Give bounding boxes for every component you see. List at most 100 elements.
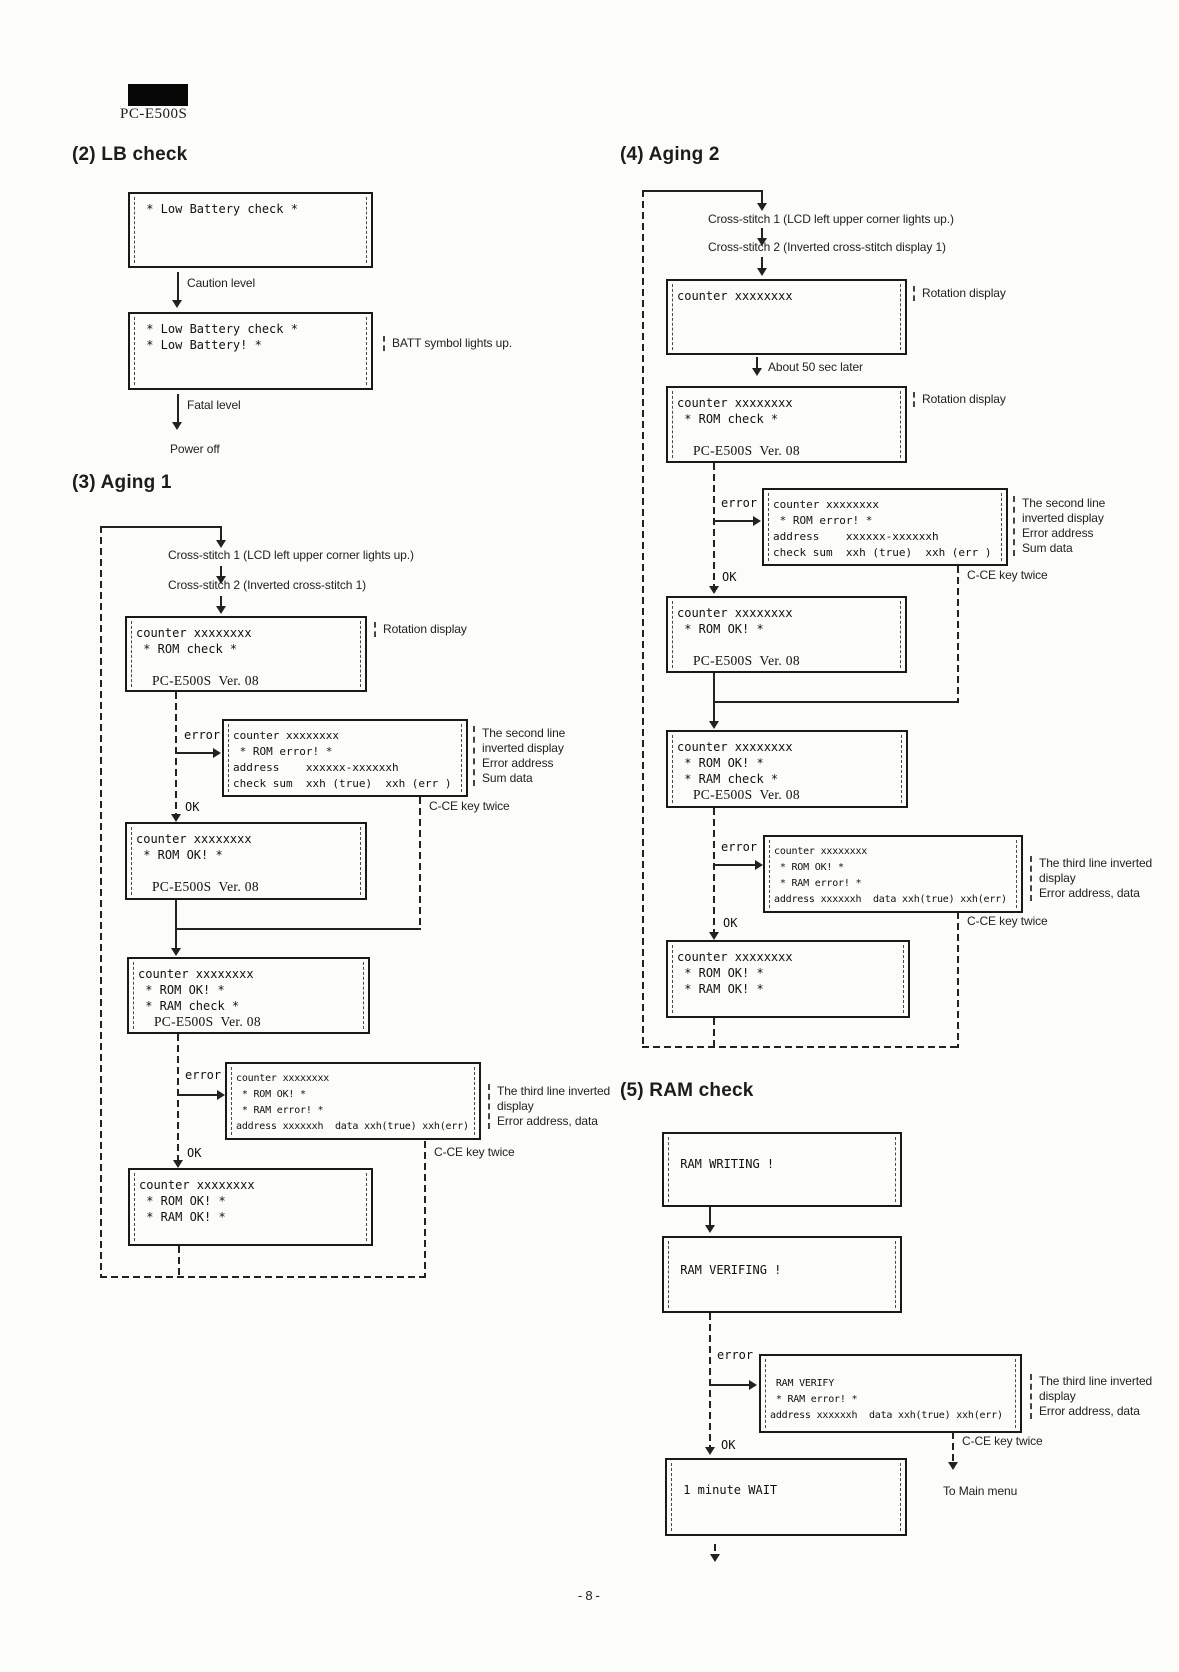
- arrowhead-down-icon: [752, 368, 762, 376]
- screen-line: counter xxxxxxxx: [138, 967, 254, 981]
- connector-line: [713, 1018, 715, 1048]
- loop-left-line: [100, 526, 102, 1278]
- arrowhead-down-icon: [173, 1160, 183, 1168]
- section-title-lb-check: (2) LB check: [72, 144, 188, 165]
- screen-line: * RAM check *: [138, 999, 240, 1013]
- screen-line: PC-E500S Ver. 08: [693, 653, 800, 668]
- screen-line: * ROM check *: [136, 642, 238, 656]
- junction-line: [175, 928, 421, 930]
- screen-line: RAM VERIFING !: [673, 1263, 782, 1277]
- cce-key-note: C-CE key twice: [962, 1434, 1043, 1448]
- loop-bottom-line: [100, 1276, 426, 1278]
- note-line: inverted display: [1022, 511, 1104, 525]
- screen-line: * ROM error! *: [233, 745, 333, 758]
- cce-return-line: [424, 1141, 426, 1278]
- screen-line: * ROM OK! *: [677, 756, 764, 770]
- screen-line: * ROM check *: [677, 412, 779, 426]
- section-title-ram-check: (5) RAM check: [620, 1080, 754, 1101]
- screen-line: * RAM OK! *: [677, 982, 764, 996]
- rotation-display-note: Rotation display: [374, 622, 467, 637]
- connector-line: [175, 900, 177, 930]
- connector-line: [713, 808, 715, 935]
- second-line-note: The second line inverted display Error a…: [1013, 496, 1105, 556]
- fatal-level-label: Fatal level: [187, 398, 241, 412]
- lcd-screen-wait: 1 minute WAIT: [665, 1458, 907, 1536]
- note-line: Sum data: [1022, 541, 1073, 555]
- error-branch-label: error: [721, 496, 758, 510]
- ok-branch-label: OK: [722, 570, 737, 584]
- arrowhead-down-icon: [757, 268, 767, 276]
- connector-line: [714, 1544, 716, 1556]
- screen-line: counter xxxxxxxx: [677, 396, 793, 410]
- arrowhead-right-icon: [755, 860, 763, 870]
- caution-level-label: Caution level: [187, 276, 256, 290]
- screen-line: counter xxxxxxxx: [677, 950, 793, 964]
- error-branch-label: error: [717, 1348, 754, 1362]
- screen-line: * RAM error! *: [770, 1394, 858, 1405]
- section-title-aging1: (3) Aging 1: [72, 472, 172, 493]
- cce-key-note: C-CE key twice: [967, 914, 1048, 928]
- batt-symbol-note: BATT symbol lights up.: [383, 336, 512, 351]
- arrowhead-right-icon: [213, 748, 221, 758]
- note-line: inverted display: [482, 741, 564, 755]
- screen-line: * RAM OK! *: [139, 1210, 226, 1224]
- screen-line: counter xxxxxxxx: [136, 832, 252, 846]
- arrowhead-down-icon: [705, 1225, 715, 1233]
- lcd-screen-rom-error: counter xxxxxxxx * ROM error! * address …: [762, 488, 1008, 566]
- lcd-screen-rom-check: counter xxxxxxxx * ROM check * PC-E500S …: [666, 386, 907, 463]
- lcd-screen-ram-writing: RAM WRITING !: [662, 1132, 902, 1207]
- arrowhead-down-icon: [172, 300, 182, 308]
- third-line-note: The third line inverted display Error ad…: [1030, 856, 1152, 901]
- connector-line: [177, 1034, 179, 1164]
- arrowhead-down-icon: [216, 576, 226, 584]
- connector-line: [175, 928, 177, 950]
- arrowhead-right-icon: [749, 1380, 757, 1390]
- note-line: Rotation display: [922, 392, 1006, 406]
- cross-stitch-1-label: Cross-stitch 1 (LCD left upper corner li…: [168, 548, 414, 562]
- cce-return-line: [957, 912, 959, 1048]
- arrowhead-down-icon: [216, 606, 226, 614]
- connector-line: [220, 526, 222, 542]
- connector-line: [175, 752, 215, 754]
- arrowhead-down-icon: [757, 238, 767, 246]
- arrowhead-down-icon: [757, 203, 767, 211]
- screen-line: counter xxxxxxxx: [233, 729, 339, 742]
- screen-line: counter xxxxxxxx: [773, 498, 879, 511]
- screen-line: RAM VERIFY: [770, 1378, 835, 1389]
- cce-return-line: [419, 797, 421, 930]
- connector-line: [177, 394, 179, 424]
- ok-branch-label: OK: [723, 916, 738, 930]
- brand-logo-redacted: [128, 84, 188, 106]
- screen-line: counter xxxxxxxx: [677, 740, 793, 754]
- note-line: The third line inverted: [1039, 1374, 1153, 1388]
- screen-line: * RAM error! *: [774, 878, 862, 889]
- arrowhead-right-icon: [753, 516, 761, 526]
- note-line: Error address, data: [1039, 886, 1140, 900]
- screen-line: * ROM error! *: [773, 514, 873, 527]
- note-line: display: [1039, 1389, 1076, 1403]
- screen-line: * ROM OK! *: [236, 1089, 306, 1100]
- screen-line: PC-E500S Ver. 08: [693, 443, 800, 458]
- note-line: Error address, data: [497, 1114, 598, 1128]
- error-branch-label: error: [721, 840, 758, 854]
- ok-branch-label: OK: [185, 800, 200, 814]
- lcd-screen-ram-error: counter xxxxxxxx * ROM OK! * * RAM error…: [763, 835, 1023, 913]
- arrowhead-down-icon: [710, 1554, 720, 1562]
- connector-line: [175, 692, 177, 816]
- note-line: The third line inverted: [497, 1084, 611, 1098]
- page-number: -8-: [578, 1588, 603, 1603]
- note-line: display: [1039, 871, 1076, 885]
- connector-line: [756, 357, 758, 370]
- cce-return-line: [952, 1432, 954, 1464]
- model-label: PC-E500S: [120, 106, 188, 122]
- note-line: display: [497, 1099, 534, 1113]
- screen-line: PC-E500S Ver. 08: [154, 1014, 261, 1029]
- note-line: The second line: [1022, 496, 1106, 510]
- lcd-screen-ram-check: counter xxxxxxxx * ROM OK! * * RAM check…: [666, 730, 908, 808]
- screen-line: PC-E500S Ver. 08: [152, 879, 259, 894]
- cce-key-note: C-CE key twice: [967, 568, 1048, 582]
- third-line-note: The third line inverted display Error ad…: [1030, 1374, 1152, 1419]
- connector-line: [761, 190, 763, 205]
- note-line: Sum data: [482, 771, 533, 785]
- cross-stitch-2-label: Cross-stitch 2 (Inverted cross-stitch di…: [708, 240, 946, 254]
